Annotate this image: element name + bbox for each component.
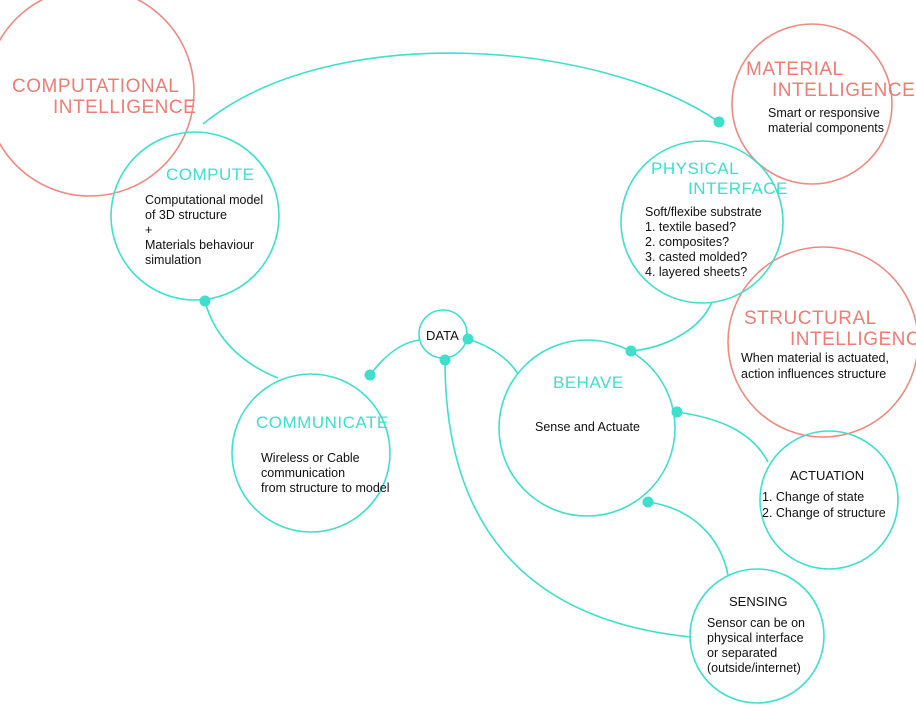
physical-interface-to-behave-arc bbox=[630, 301, 713, 352]
sensing-desc-line4: (outside/internet) bbox=[707, 661, 801, 675]
data-to-sensing-arc bbox=[444, 359, 692, 638]
actuation-desc-line1: 1. Change of state bbox=[762, 490, 864, 504]
data-to-behave-arc bbox=[467, 338, 519, 375]
compute-desc-line5: simulation bbox=[145, 253, 201, 267]
communicate-circle bbox=[231, 373, 391, 533]
computational-intelligence-title-line2: INTELLIGENCE bbox=[53, 97, 196, 118]
sensing-title: SENSING bbox=[729, 594, 788, 609]
computational-intelligence-circle bbox=[0, 0, 195, 197]
physical-interface-desc-line1: Soft/flexibe substrate bbox=[645, 205, 762, 219]
structural-intelligence-desc-line1: When material is actuated, bbox=[741, 351, 889, 365]
connector-dot-data-bottom bbox=[439, 354, 451, 366]
structural-intelligence-desc-line2: action influences structure bbox=[741, 367, 886, 381]
actuation-desc-line2: 2. Change of structure bbox=[762, 506, 886, 520]
compute-title: COMPUTE bbox=[166, 165, 255, 184]
data-label: DATA bbox=[426, 328, 459, 343]
sensing-desc-line1: Sensor can be on bbox=[707, 616, 805, 630]
physical-interface-desc-line3: 2. composites? bbox=[645, 235, 729, 249]
connector-dot-compute bbox=[199, 295, 211, 307]
communicate-desc-line3: from structure to model bbox=[261, 481, 390, 495]
compute-to-physical-interface-arc bbox=[202, 52, 720, 125]
material-intelligence-desc-line1: Smart or responsive bbox=[768, 106, 880, 120]
structural-intelligence-title-line1: STRUCTURAL bbox=[744, 308, 877, 329]
actuation-title: ACTUATION bbox=[790, 468, 864, 483]
structural-intelligence-circle bbox=[727, 246, 916, 438]
connector-dot-data-right bbox=[462, 333, 474, 345]
behave-title: BEHAVE bbox=[553, 373, 624, 392]
communicate-to-data-arc bbox=[369, 339, 421, 376]
physical-interface-desc-line2: 1. textile based? bbox=[645, 220, 736, 234]
physical-interface-title-line1: PHYSICAL bbox=[651, 159, 739, 178]
physical-interface-title-line2: INTERFACE bbox=[688, 179, 788, 198]
connector-dot-behave-bottom bbox=[642, 496, 654, 508]
behave-circle bbox=[498, 339, 676, 517]
actuation-circle bbox=[759, 430, 899, 570]
compute-to-communicate-arc bbox=[204, 300, 279, 379]
communicate-title: COMMUNICATE bbox=[256, 413, 389, 432]
compute-desc-line4: Materials behaviour bbox=[145, 238, 254, 252]
computational-intelligence-title-line1: COMPUTATIONAL bbox=[12, 76, 179, 97]
connector-dot-behave-right bbox=[671, 406, 683, 418]
material-intelligence-circle bbox=[731, 23, 893, 185]
material-intelligence-title-line1: MATERIAL bbox=[746, 59, 844, 80]
behave-desc: Sense and Actuate bbox=[535, 420, 640, 434]
connector-dot-behave-top bbox=[625, 345, 637, 357]
material-intelligence-title-line2: INTELLIGENCE bbox=[772, 80, 915, 101]
connector-dot-communicate bbox=[364, 369, 376, 381]
behave-to-actuation-arc bbox=[676, 411, 769, 463]
structural-intelligence-title-line2: INTELLIGENCE bbox=[790, 329, 916, 350]
compute-desc-line3: + bbox=[145, 223, 152, 237]
sensing-desc-line2: physical interface bbox=[707, 631, 804, 645]
sensing-desc-line3: or separated bbox=[707, 646, 777, 660]
communicate-desc-line2: communication bbox=[261, 466, 345, 480]
material-intelligence-desc-line2: material components bbox=[768, 121, 884, 135]
compute-desc-line1: Computational model bbox=[145, 193, 263, 207]
behave-to-sensing-arc bbox=[647, 501, 729, 576]
connector-dot-physical-interface bbox=[713, 116, 725, 128]
compute-circle bbox=[110, 131, 280, 301]
physical-interface-desc-line4: 3. casted molded? bbox=[645, 250, 747, 264]
physical-interface-circle bbox=[620, 140, 784, 304]
physical-interface-desc-line5: 4. layered sheets? bbox=[645, 265, 747, 279]
communicate-desc-line1: Wireless or Cable bbox=[261, 451, 360, 465]
sensing-circle bbox=[689, 568, 825, 704]
compute-desc-line2: of 3D structure bbox=[145, 208, 227, 222]
